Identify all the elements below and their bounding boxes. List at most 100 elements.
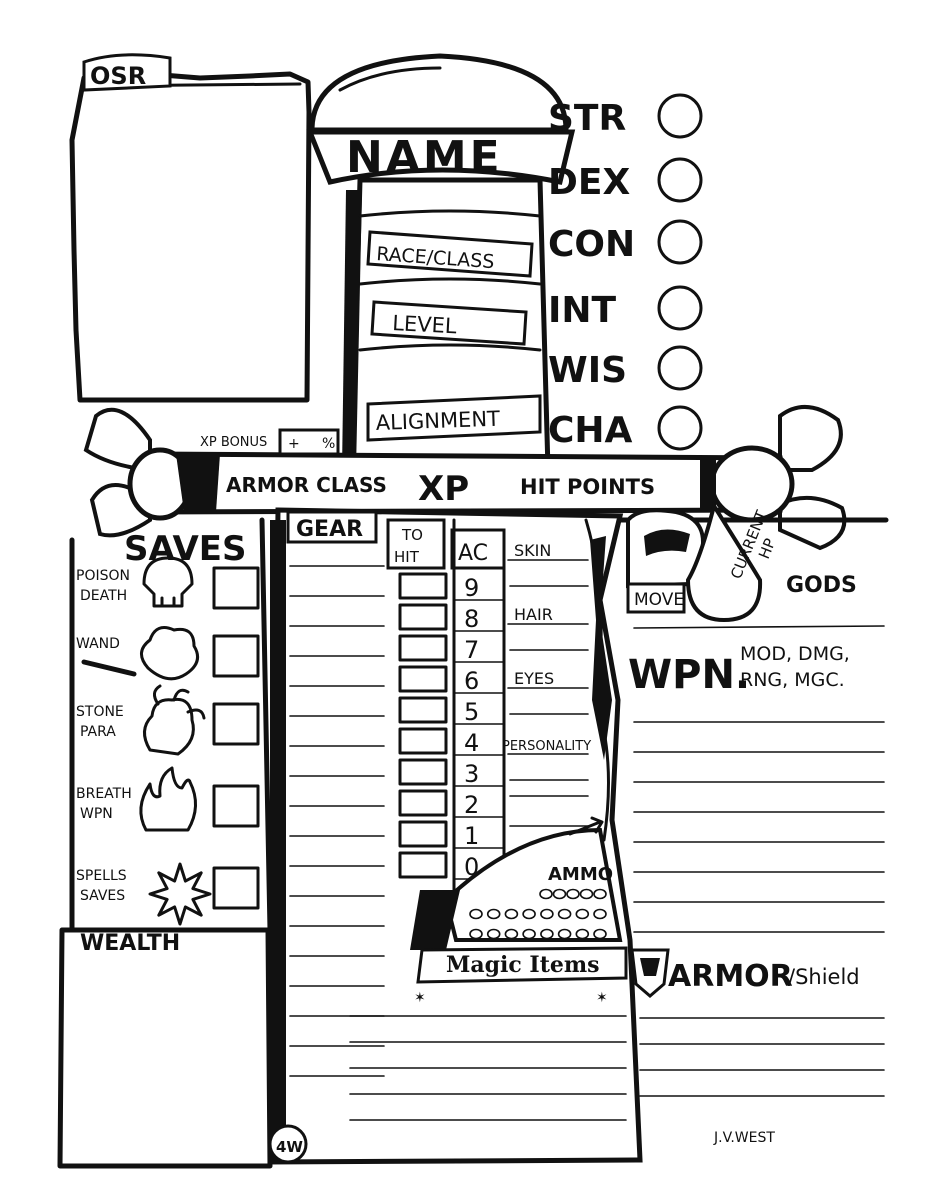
ammo-dot[interactable] — [540, 908, 554, 920]
ammo-dot[interactable] — [575, 908, 590, 920]
xp-bonus-percent: % — [322, 436, 335, 452]
description-fields[interactable]: SKIN HAIR EYES PERSONALITY — [502, 541, 591, 827]
sparkle-icon-right: ✶ — [596, 990, 608, 1006]
to-hit-label-line1: TO — [401, 526, 423, 544]
magic-item-lines[interactable] — [349, 1015, 627, 1121]
ability-score-circle[interactable] — [657, 219, 703, 265]
xp-field[interactable]: XP — [418, 469, 469, 509]
move-field[interactable]: MOVE — [626, 508, 705, 614]
ammo-dot[interactable] — [539, 888, 553, 900]
ability-con[interactable]: CON — [548, 219, 703, 265]
ammo-dot[interactable] — [504, 908, 519, 920]
description-field-personality[interactable]: PERSONALITY — [502, 739, 591, 781]
ammo-dot[interactable] — [522, 928, 536, 940]
weapons-section[interactable]: WPN. MOD, DMG, RNG, MGC. — [628, 643, 850, 698]
ammo-dot[interactable] — [593, 908, 607, 920]
ability-score-circle[interactable] — [657, 93, 703, 139]
gear-section[interactable]: GEAR — [286, 510, 378, 544]
ac-row: 4 — [398, 727, 505, 757]
ability-scores: STR DEX CON INT WIS CHA — [548, 93, 703, 451]
name-banner[interactable]: NAME — [306, 129, 576, 185]
name-label: NAME — [346, 132, 503, 183]
weapon-line[interactable] — [633, 625, 885, 629]
to-hit-box[interactable] — [398, 603, 448, 631]
ac-value: 5 — [464, 698, 479, 726]
magic-items-section[interactable]: Magic Items ✶ ✶ — [414, 946, 628, 1006]
ammo-dot[interactable] — [486, 908, 501, 920]
weapons-columns-line1: MOD, DMG, — [740, 643, 850, 665]
to-hit-box[interactable] — [398, 758, 448, 786]
to-hit-box[interactable] — [398, 851, 448, 879]
to-hit-label-line2: HIT — [394, 548, 420, 566]
save-value-box[interactable] — [212, 866, 260, 910]
hit-points-field[interactable]: HIT POINTS — [520, 475, 655, 499]
ammo-dot[interactable] — [575, 928, 590, 940]
save-value-box[interactable] — [212, 634, 260, 678]
to-hit-box[interactable] — [398, 820, 448, 848]
save-label-line1: STONE — [76, 704, 124, 720]
ammo-dot[interactable] — [557, 928, 572, 940]
save-label-line2: DEATH — [80, 588, 127, 604]
ammo-dot[interactable] — [469, 908, 483, 920]
armor-lines[interactable] — [639, 1017, 885, 1097]
to-hit-table[interactable]: TO HIT AC — [386, 518, 506, 570]
pommel — [309, 53, 569, 133]
ac-value: 1 — [464, 822, 479, 850]
ability-score-circle[interactable] — [657, 285, 703, 331]
ability-int[interactable]: INT — [548, 285, 703, 331]
weapon-lines[interactable] — [633, 625, 885, 933]
to-hit-box[interactable] — [398, 634, 448, 662]
ammo-dot[interactable] — [469, 928, 483, 940]
to-hit-box[interactable] — [398, 696, 448, 724]
description-field-skin[interactable]: SKIN — [507, 541, 589, 587]
description-label: SKIN — [514, 541, 551, 560]
ability-score-circle[interactable] — [657, 405, 703, 451]
ability-str[interactable]: STR — [548, 93, 703, 139]
ammo-dot[interactable] — [579, 888, 594, 900]
ac-label: AC — [458, 541, 488, 566]
ammo-dot[interactable] — [593, 928, 607, 940]
level-field[interactable]: LEVEL — [370, 300, 528, 346]
ammo-dot[interactable] — [552, 888, 567, 900]
race-class-field[interactable]: RACE/CLASS — [366, 230, 534, 278]
alignment-field[interactable]: ALIGNMENT — [366, 394, 542, 442]
ammo-dot[interactable] — [566, 888, 580, 900]
skull-icon — [142, 556, 194, 608]
ammo-dot[interactable] — [522, 908, 536, 920]
current-hp-field[interactable]: CURRENT HP — [685, 501, 779, 623]
ability-dex[interactable]: DEX — [548, 157, 703, 203]
description-field-eyes[interactable]: EYES — [507, 669, 589, 715]
to-hit-box[interactable] — [398, 572, 448, 600]
ammo-dot[interactable] — [540, 928, 554, 940]
armor-shield-section[interactable]: ARMOR /Shield — [630, 948, 860, 998]
xp-bonus-label: XP BONUS — [200, 435, 267, 450]
weapons-title: WPN. — [628, 652, 750, 698]
save-value-box[interactable] — [212, 566, 260, 610]
system-label: OSR — [90, 62, 146, 90]
ammo-dot[interactable] — [593, 888, 607, 900]
ammo-dot[interactable] — [504, 928, 519, 940]
ability-score-circle[interactable] — [657, 157, 703, 203]
xp-bonus-field[interactable]: XP BONUS + % — [200, 428, 340, 456]
description-field-hair[interactable]: HAIR — [507, 605, 589, 651]
ammo-dot[interactable] — [557, 908, 572, 920]
notes-panel[interactable] — [69, 71, 312, 403]
ammo-tracker[interactable] — [469, 888, 607, 940]
to-hit-box[interactable] — [398, 727, 448, 755]
save-value-box[interactable] — [212, 702, 260, 746]
gods-field[interactable]: GODS — [786, 573, 857, 598]
save-value-box[interactable] — [212, 784, 260, 828]
wealth-box[interactable]: WEALTH — [57, 927, 273, 1169]
ammo-dot[interactable] — [486, 928, 501, 940]
armor-class-field[interactable]: ARMOR CLASS — [226, 473, 387, 497]
to-hit-box[interactable] — [398, 665, 448, 693]
gods-label: GODS — [786, 573, 857, 598]
armor-label: ARMOR — [668, 959, 793, 994]
ability-wis[interactable]: WIS — [548, 345, 703, 391]
ability-score-circle[interactable] — [657, 345, 703, 391]
to-hit-box[interactable] — [398, 789, 448, 817]
ability-cha[interactable]: CHA — [548, 405, 703, 451]
gear-lines[interactable] — [289, 565, 385, 1077]
